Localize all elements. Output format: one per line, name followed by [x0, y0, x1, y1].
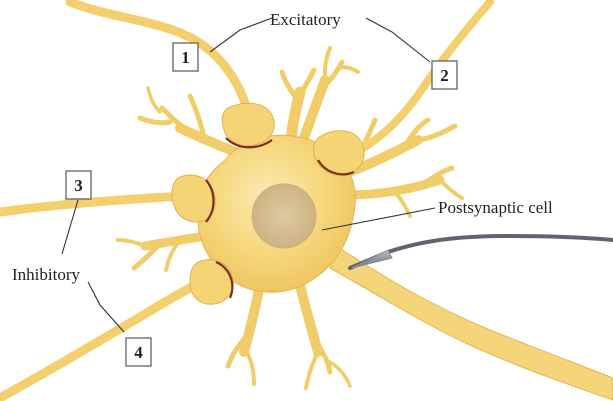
- excitatory-label: Excitatory: [270, 10, 341, 29]
- terminal-label-2: 2: [432, 61, 457, 89]
- postsynaptic-cell-label: Postsynaptic cell: [438, 198, 553, 217]
- terminal-number-2: 2: [440, 66, 449, 85]
- terminal-label-3: 3: [66, 171, 91, 199]
- nucleus: [252, 184, 316, 248]
- terminal-label-4: 4: [126, 338, 151, 366]
- terminal-bouton-1: [222, 103, 274, 146]
- recording-electrode: [350, 236, 613, 268]
- terminal-bouton-4: [190, 260, 233, 305]
- terminal-number-4: 4: [134, 343, 143, 362]
- terminal-number-1: 1: [181, 48, 190, 67]
- terminal-number-3: 3: [74, 176, 83, 195]
- inhibitory-label: Inhibitory: [12, 265, 80, 284]
- axon: [330, 245, 613, 400]
- terminal-label-1: 1: [173, 43, 198, 71]
